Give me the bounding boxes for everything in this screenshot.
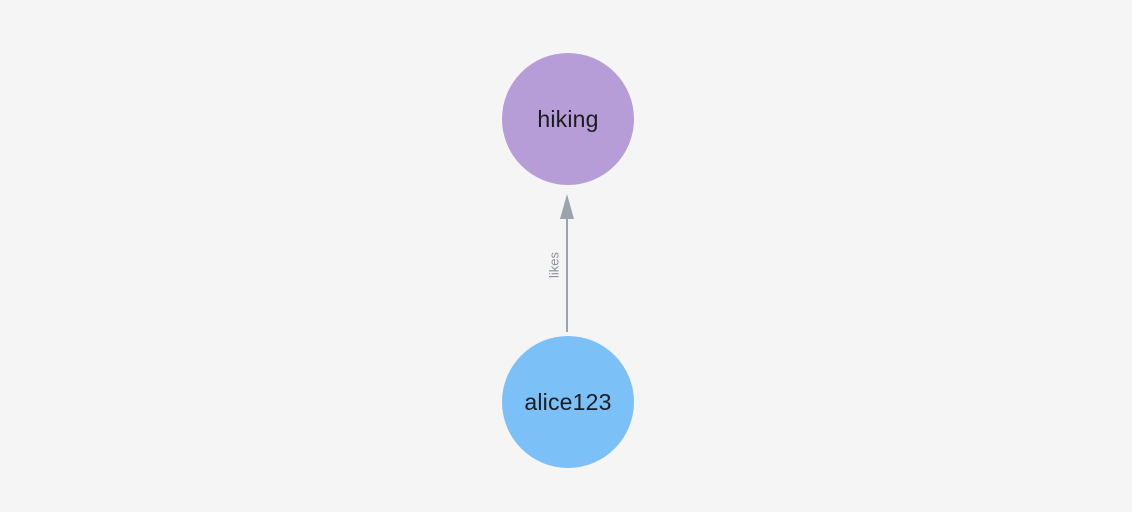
graph-node-hiking[interactable]: hiking (502, 53, 634, 185)
edge-label: likes (546, 251, 562, 279)
arrowhead-up-icon (560, 194, 574, 219)
edge-line (566, 218, 568, 332)
node-label-hiking: hiking (537, 105, 599, 132)
node-label-alice123: alice123 (524, 388, 612, 415)
graph-node-alice123[interactable]: alice123 (502, 336, 634, 468)
